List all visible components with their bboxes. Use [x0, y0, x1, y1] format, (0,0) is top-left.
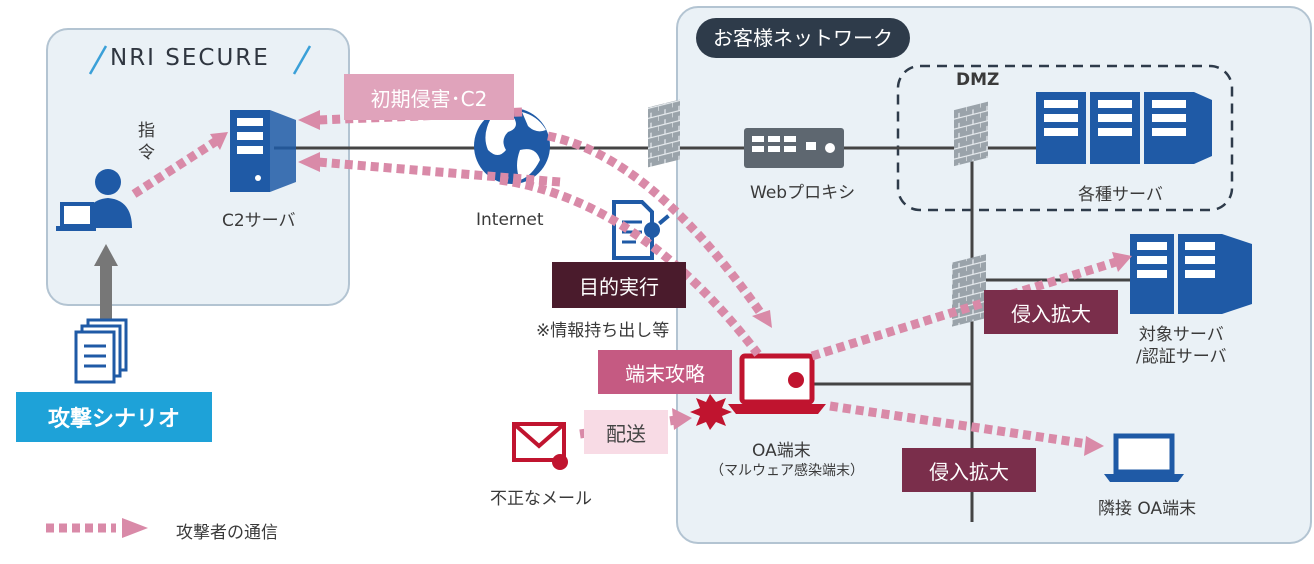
- instruction-label: 指 令: [138, 121, 155, 163]
- impact-burst-icon: [690, 394, 732, 430]
- adjacent-laptop-icon: [1104, 433, 1184, 482]
- c2-server-label: C2サーバ: [222, 211, 296, 231]
- logo-slashes-icon: [88, 45, 312, 75]
- internet-globe-icon: [474, 108, 550, 184]
- infected-laptop-icon: [728, 353, 826, 414]
- malicious-mail-label: 不正なメール: [490, 489, 592, 509]
- c2-server-icon: [230, 110, 296, 192]
- logo-text: NRI SECURE: [110, 45, 270, 71]
- internet-label: Internet: [476, 210, 544, 230]
- tag-lateral-2: 侵入拡大: [902, 448, 1036, 492]
- scenario-documents-icon: [74, 318, 128, 384]
- attack-arrowheads: [122, 110, 1132, 538]
- adjacent-oa-label: 隣接 OA端末: [1098, 499, 1197, 519]
- scenario-banner: 攻撃シナリオ: [16, 392, 212, 442]
- dmz-label: DMZ: [956, 70, 1000, 90]
- objective-note: ※情報持ち出し等: [536, 321, 670, 341]
- attacker-icon: [56, 169, 132, 231]
- tag-initial-intrusion: 初期侵害･C2: [344, 74, 514, 120]
- malicious-mail-icon: [512, 422, 568, 470]
- target-servers-icon: [1130, 234, 1252, 314]
- tag-objective-execution: 目的実行: [552, 262, 686, 308]
- dmz-servers-icon: [1036, 92, 1212, 164]
- servers-label: 各種サーバ: [1078, 185, 1163, 205]
- nri-secure-logo: NRI SECURE: [84, 40, 324, 80]
- web-proxy-label: Webプロキシ: [750, 183, 856, 203]
- nri-secure-panel: [46, 28, 350, 306]
- dmz-box: [896, 64, 1234, 212]
- customer-network-title: お客様ネットワーク: [696, 18, 910, 58]
- firewall-icon: [648, 99, 680, 168]
- tag-terminal-capture: 端末攻略: [598, 350, 732, 394]
- oa-terminal-label: OA端末: [752, 441, 811, 461]
- scenario-up-arrow: [94, 244, 118, 324]
- tag-lateral-1: 侵入拡大: [984, 290, 1118, 334]
- firewall-dmz-icon: [954, 101, 988, 167]
- web-proxy-icon: [744, 128, 844, 168]
- legend-attacker-comm-label: 攻撃者の通信: [176, 523, 278, 543]
- target-server-label: 対象サーバ /認証サーバ: [1136, 325, 1227, 367]
- oa-terminal-sublabel: （マルウェア感染端末）: [710, 463, 864, 479]
- tag-delivery: 配送: [584, 410, 668, 454]
